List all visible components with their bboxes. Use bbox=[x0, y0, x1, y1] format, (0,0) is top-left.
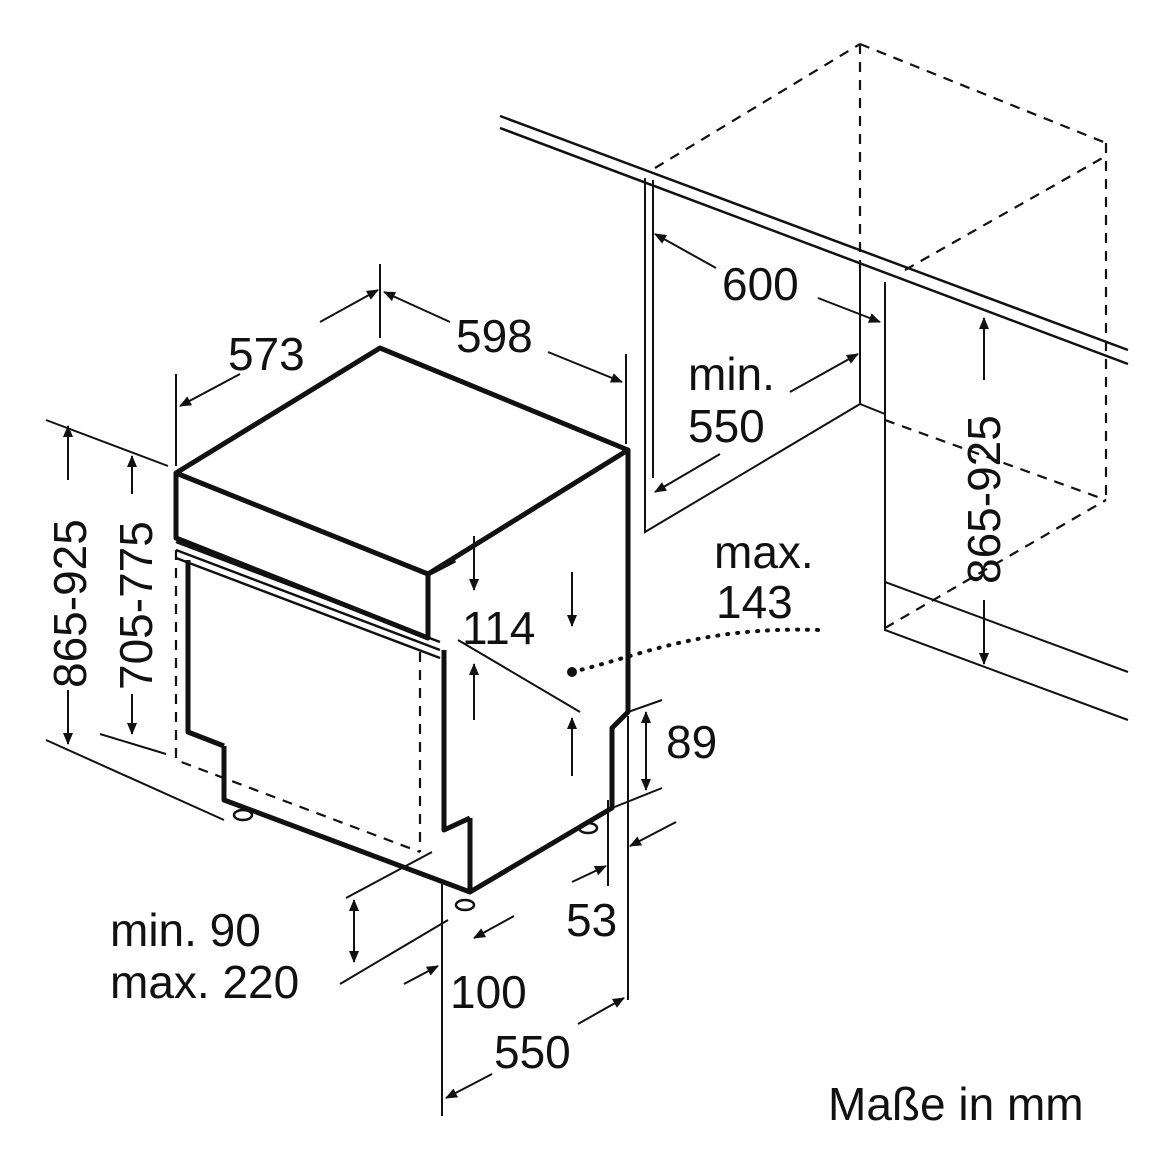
label-height-left: 865-925 bbox=[44, 519, 96, 688]
label-depth-550: 550 bbox=[494, 1026, 571, 1078]
label-niche-depth-min: min. bbox=[688, 348, 775, 400]
label-niche-width-600: 600 bbox=[722, 258, 799, 310]
label-depth-100: 100 bbox=[450, 966, 527, 1018]
label-plinth-min90: min. 90 bbox=[110, 904, 261, 956]
label-foot-53: 53 bbox=[566, 894, 617, 946]
label-depth-573: 573 bbox=[228, 328, 305, 380]
dimension-lines bbox=[45, 233, 989, 1116]
kitchen-niche bbox=[499, 42, 1129, 721]
label-height-right: 865-925 bbox=[958, 415, 1010, 584]
label-plinth-max220: max. 220 bbox=[110, 956, 299, 1008]
label-dot-143: 143 bbox=[716, 576, 793, 628]
label-panel-114: 114 bbox=[462, 602, 535, 654]
label-height-705-775: 705-775 bbox=[110, 521, 162, 690]
label-width-598: 598 bbox=[456, 310, 533, 362]
label-niche-depth-550: 550 bbox=[688, 400, 765, 452]
label-offset-89: 89 bbox=[666, 716, 717, 768]
label-dot-max: max. bbox=[714, 526, 814, 578]
units-note: Maße in mm bbox=[828, 1078, 1084, 1130]
dishwasher-body bbox=[173, 345, 631, 912]
